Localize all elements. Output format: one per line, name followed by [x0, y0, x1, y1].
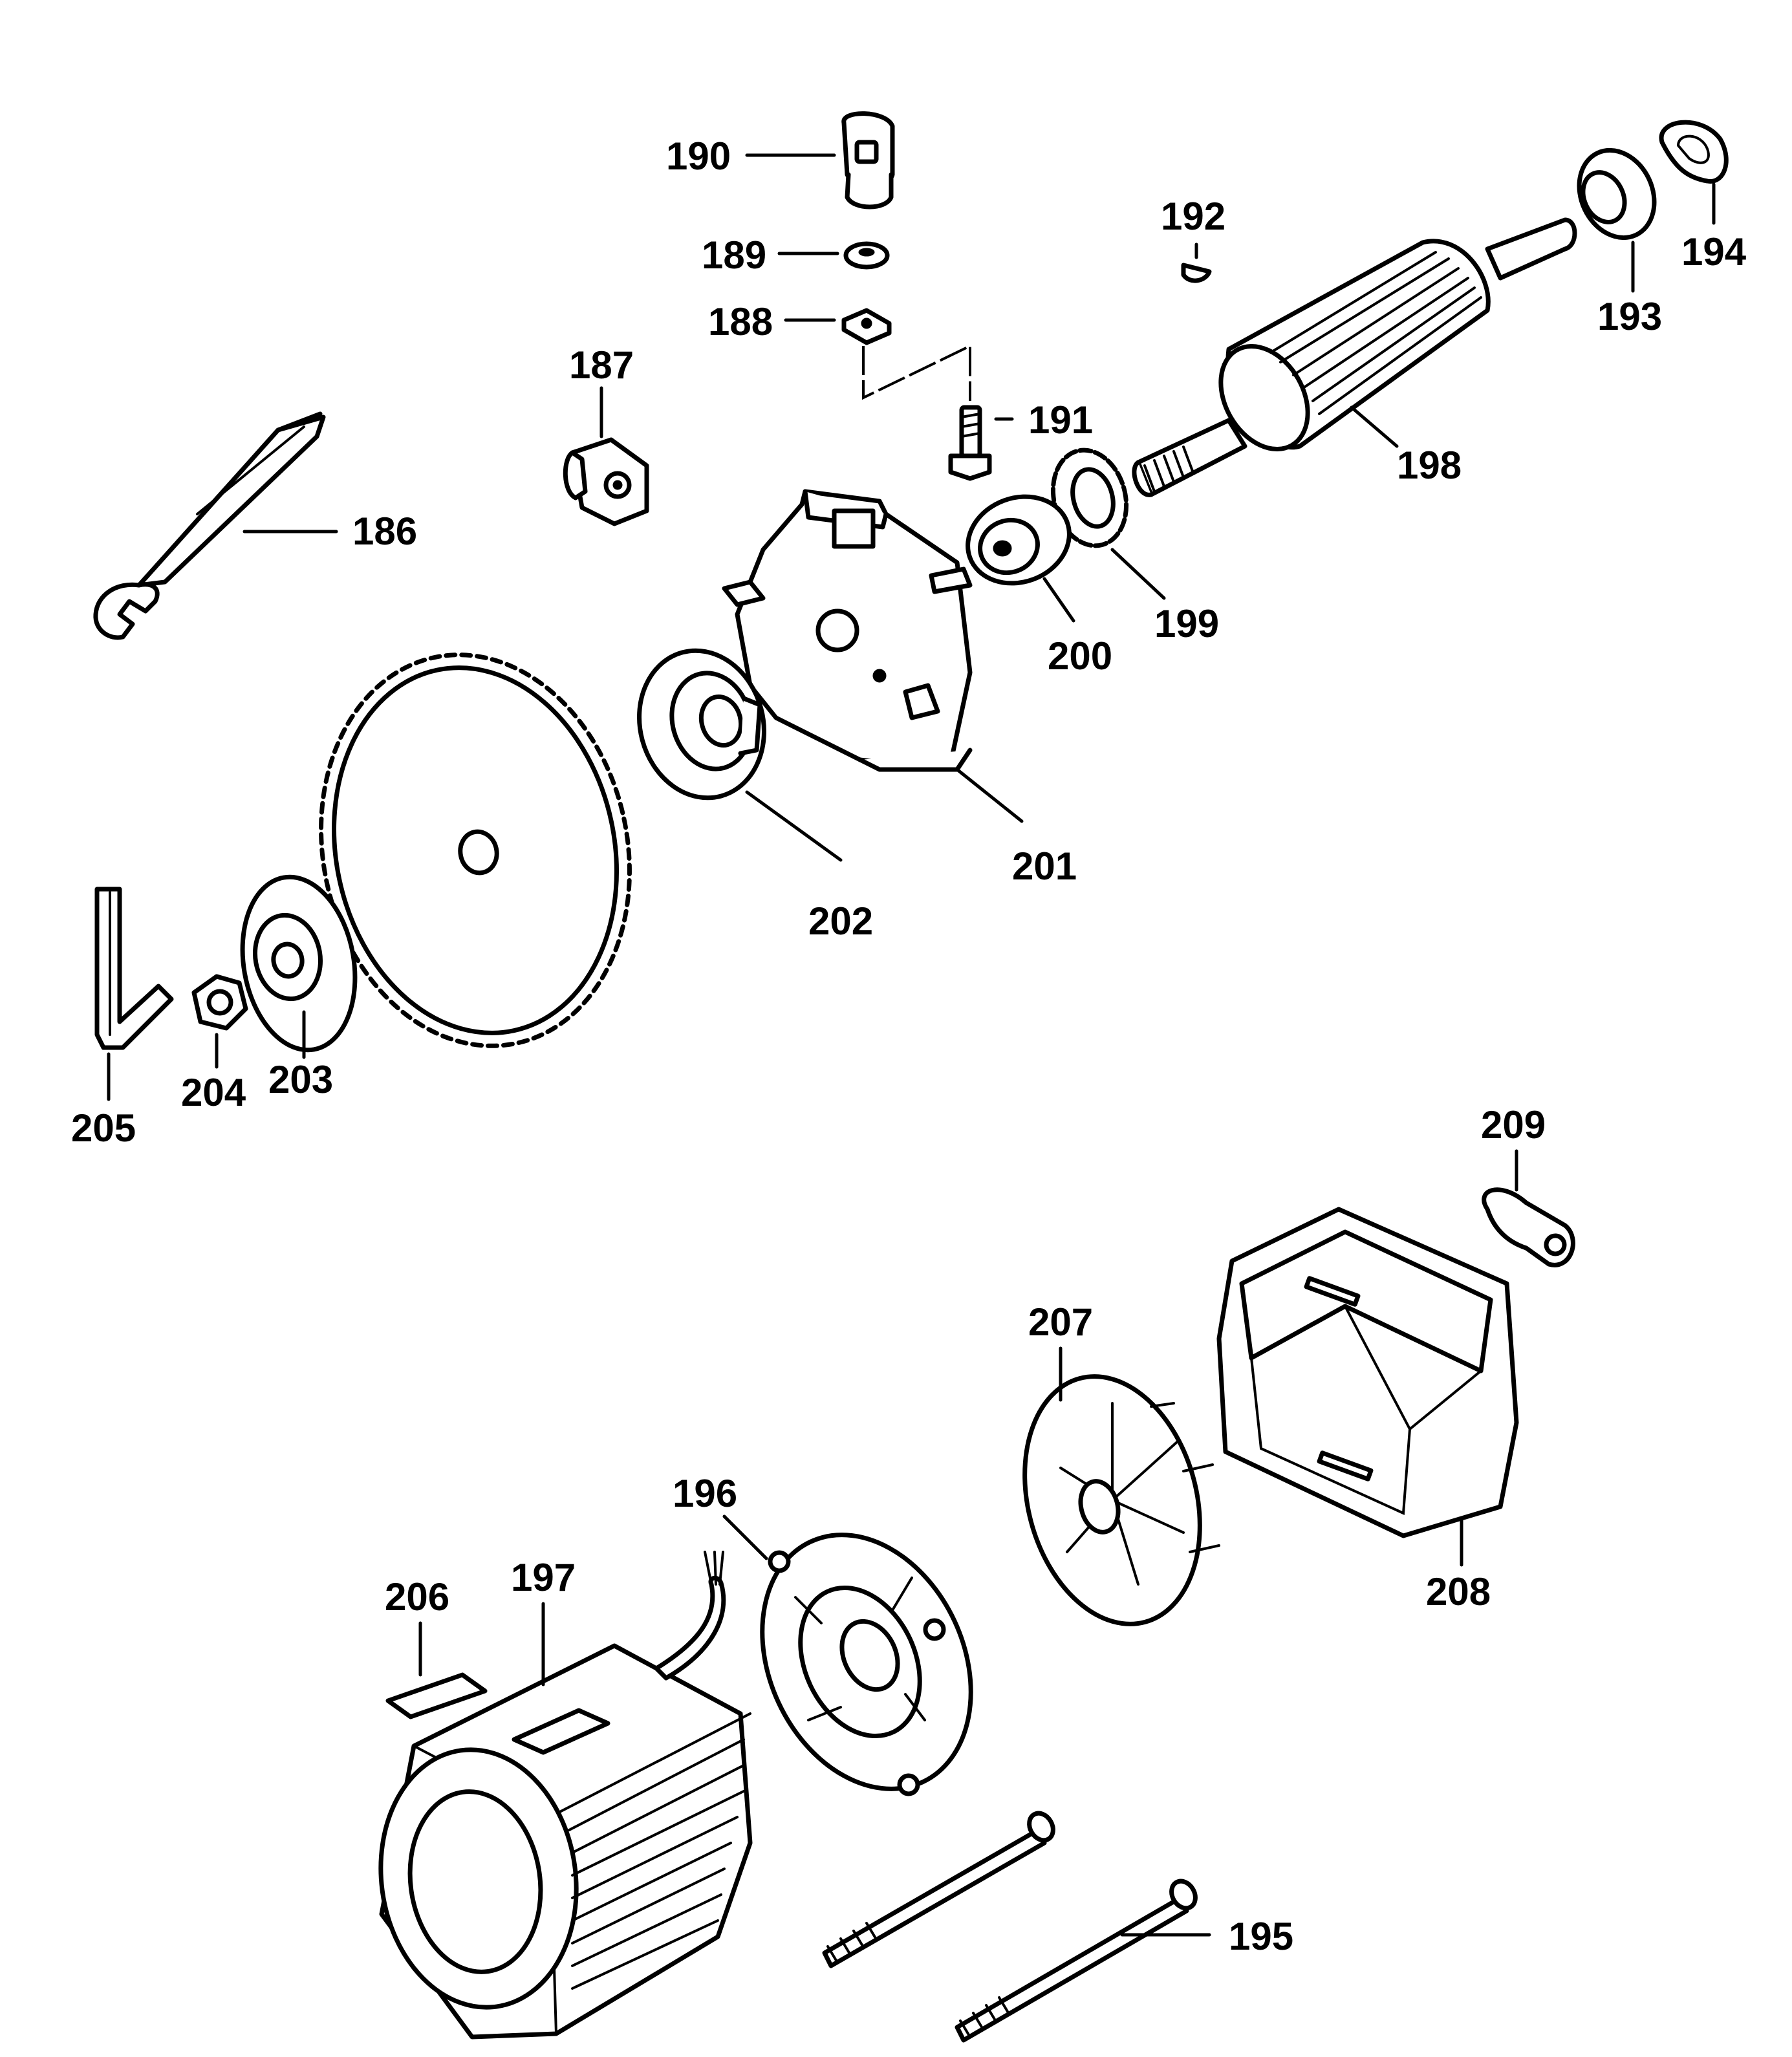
leader-198	[1350, 405, 1399, 448]
label-191: 191	[1028, 398, 1093, 442]
label-186: 186	[352, 510, 417, 553]
label-192: 192	[1161, 195, 1225, 238]
part-204-hex-nut[interactable]	[191, 974, 248, 1031]
part-195-tie-rods[interactable]	[822, 1809, 1200, 2043]
label-188: 188	[708, 300, 773, 343]
label-195: 195	[1229, 1915, 1293, 1958]
label-194: 194	[1681, 230, 1747, 274]
label-207: 207	[1028, 1300, 1093, 1344]
part-192-woodruff-key[interactable]	[1181, 263, 1212, 283]
part-191-screw[interactable]	[948, 405, 992, 481]
label-209: 209	[1481, 1103, 1546, 1147]
part-198-rotor-shaft[interactable]	[1132, 217, 1577, 497]
label-193: 193	[1597, 295, 1662, 338]
part-207-fan[interactable]	[999, 1357, 1226, 1644]
part-201-front-end-cover[interactable]	[722, 489, 973, 772]
label-205: 205	[71, 1106, 136, 1150]
label-190: 190	[666, 135, 731, 178]
leader-199	[1110, 548, 1166, 600]
label-198: 198	[1397, 444, 1462, 487]
label-187: 187	[569, 343, 634, 387]
label-206: 206	[385, 1575, 449, 1619]
label-200: 200	[1048, 634, 1112, 678]
part-203-outer-flange[interactable]	[230, 868, 368, 1059]
label-208: 208	[1426, 1570, 1491, 1613]
part-200-ball-bearing[interactable]	[956, 483, 1082, 598]
label-189: 189	[702, 233, 766, 277]
leader-196	[722, 1514, 768, 1560]
saw-blade[interactable]	[286, 626, 665, 1075]
part-186-spanner-wrench[interactable]	[93, 411, 326, 640]
part-209-cable-clip[interactable]	[1482, 1187, 1575, 1267]
label-202: 202	[808, 899, 873, 943]
part-188-square-nut[interactable]	[841, 308, 892, 345]
part-190-knob[interactable]	[841, 111, 895, 210]
leader-200	[1042, 577, 1075, 623]
part-193-bearing[interactable]	[1566, 138, 1668, 250]
assembly-line-188-191	[862, 343, 971, 401]
label-201: 201	[1012, 845, 1077, 888]
label-199: 199	[1154, 602, 1219, 645]
leader-201	[955, 768, 1024, 823]
label-203: 203	[268, 1058, 333, 1101]
label-197: 197	[511, 1556, 576, 1599]
part-189-washer[interactable]	[843, 241, 890, 270]
leader-202	[745, 790, 843, 862]
label-204: 204	[181, 1071, 246, 1114]
part-199-lock-washer[interactable]	[1042, 442, 1136, 554]
part-205-hex-key[interactable]	[94, 887, 174, 1050]
part-187-clamp-nut[interactable]	[563, 437, 649, 526]
part-197-stator-housing[interactable]	[365, 1551, 753, 2040]
part-206-label-plate[interactable]	[385, 1672, 488, 1719]
part-202-inner-flange[interactable]	[623, 636, 780, 812]
label-196: 196	[673, 1472, 737, 1515]
part-196-end-shield[interactable]	[722, 1501, 1010, 1823]
part-194-bearing-clip[interactable]	[1659, 120, 1729, 184]
part-208-fan-cover[interactable]	[1216, 1207, 1519, 1538]
